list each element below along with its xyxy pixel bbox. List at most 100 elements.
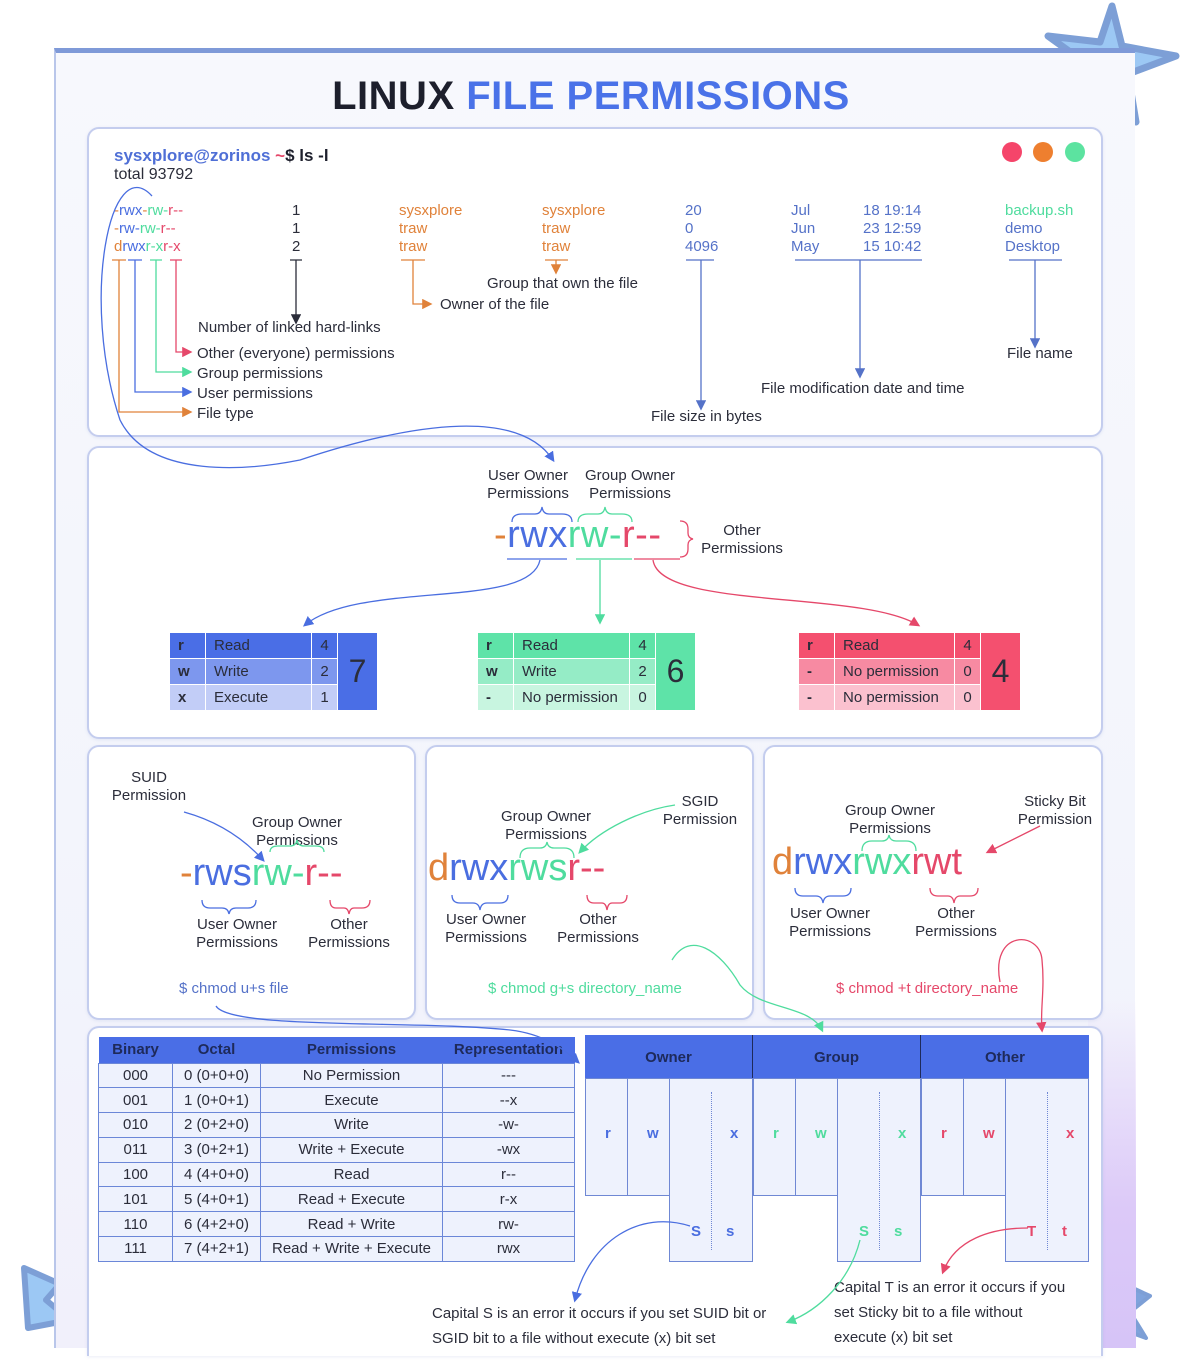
label-line: SUID [131,769,167,786]
suid-other-label: Other Permissions [298,916,400,952]
label-line: Permissions [915,923,997,940]
dotted-divider [1047,1092,1048,1250]
representation-cell: r-- [442,1161,575,1188]
name-col: backup.sh demo Desktop [1005,202,1073,256]
filename-value: demo [1005,220,1043,237]
other-chars: r-- [567,847,606,889]
binary-cell: 101 [98,1186,173,1213]
label-line: Permissions [256,832,338,849]
permissions-cell: Write [260,1112,443,1138]
size-value: 4096 [685,238,719,255]
binary-cell: 111 [98,1236,173,1262]
user-chars: rwx [449,847,509,889]
label-line: Permission [1017,811,1093,828]
x-letter: x [1066,1125,1075,1142]
col-header-representation: Representation [442,1037,575,1063]
permissions-cell: Read + Write [260,1211,443,1238]
representation-cell: -w- [442,1112,575,1138]
sticky-user-label: User Owner Permissions [779,905,881,941]
bit-label: Write [205,658,312,685]
daytime-col: 18 19:14 23 12:59 15 10:42 [863,202,921,256]
label-line: Permissions [849,820,931,837]
perm-string-row-2: -rw-rw-r-- [114,220,176,237]
links-col: 1 1 2 [292,202,300,256]
group-perms: r-x [145,238,164,255]
note-line: SGID bit to a file without execute (x) b… [432,1330,716,1347]
window-close-dot[interactable] [1002,142,1022,162]
bit-label: Read [513,632,630,659]
sgid-title: SGID Permission [655,793,745,829]
octal-total: 4 [980,632,1021,711]
bit-value: 0 [954,684,981,711]
bit-key: x [169,684,206,711]
r-letter: r [773,1125,779,1142]
bit-key: w [169,658,206,685]
w-column [795,1078,838,1196]
user-chars: rwx [793,841,853,883]
bit-value: 4 [954,632,981,659]
octal-cell: 2 (0+2+0) [172,1112,261,1138]
representation-cell: r-x [442,1186,575,1213]
filename-value: Desktop [1005,238,1061,255]
bit-label: Read [205,632,312,659]
title-linux: LINUX [332,74,455,118]
type-char: d [428,847,450,889]
error-letter: S [859,1223,870,1240]
label-line: Permissions [308,934,390,951]
group-chars: rwx [852,841,912,883]
label-user-perms: User permissions [197,385,313,402]
group-perms: rw- [147,202,169,219]
permissions-cell: Write + Execute [260,1136,443,1163]
bit-value: 4 [629,632,656,659]
terminal-prompt: sysxplore@zorinos ~$ ls -l [114,146,329,166]
daytime-value: 18 19:14 [863,202,922,219]
other-perms: r-x [163,238,181,255]
group-chars: rw- [567,514,623,556]
links-value: 2 [292,238,301,255]
label-line: Other [723,522,761,539]
sticky-group-label: Group Owner Permissions [839,802,941,838]
label-line: User Owner [445,911,527,928]
daytime-value: 23 12:59 [863,220,922,237]
window-minimize-dot[interactable] [1033,142,1053,162]
permissions-cell: Read + Execute [260,1186,443,1213]
sgid-user-label: User Owner Permissions [435,911,537,947]
octal-total: 6 [655,632,696,711]
user-perms: rwx [122,238,146,255]
owner-value: sysxplore [399,202,463,219]
group-value: traw [542,220,571,237]
label-size: File size in bytes [651,408,762,425]
label-line: Group Owner [844,802,936,819]
label-hard-links: Number of linked hard-links [198,319,381,336]
label-line: Group Owner [251,814,343,831]
label-line: Permissions [557,929,639,946]
ok-letter: t [1062,1223,1067,1240]
group-col: sysxplore traw traw [542,202,605,256]
month-col: Jul Jun May [791,202,819,256]
note-capital-s: Capital S is an error it occurs if you s… [432,1301,766,1351]
binary-cell: 000 [98,1062,173,1089]
sticky-other-label: Other Permissions [905,905,1007,941]
type-char: - [180,852,193,894]
size-value: 20 [685,202,702,219]
label-line: Other [330,916,368,933]
sgid-perm-string: drwxrwsr-- [428,847,605,890]
w-column [963,1078,1006,1196]
r-letter: r [605,1125,611,1142]
octal-cell: 5 (4+0+1) [172,1186,261,1213]
window-maximize-dot[interactable] [1065,142,1085,162]
label-line: Other [579,911,617,928]
note-line: execute (x) bit set [834,1329,953,1346]
owner-header: Owner [585,1035,753,1079]
col-header-binary: Binary [98,1037,173,1063]
representation-cell: --- [442,1062,575,1089]
r-letter: r [941,1125,947,1142]
x-letter: x [730,1125,739,1142]
label-line: Permissions [487,485,569,502]
